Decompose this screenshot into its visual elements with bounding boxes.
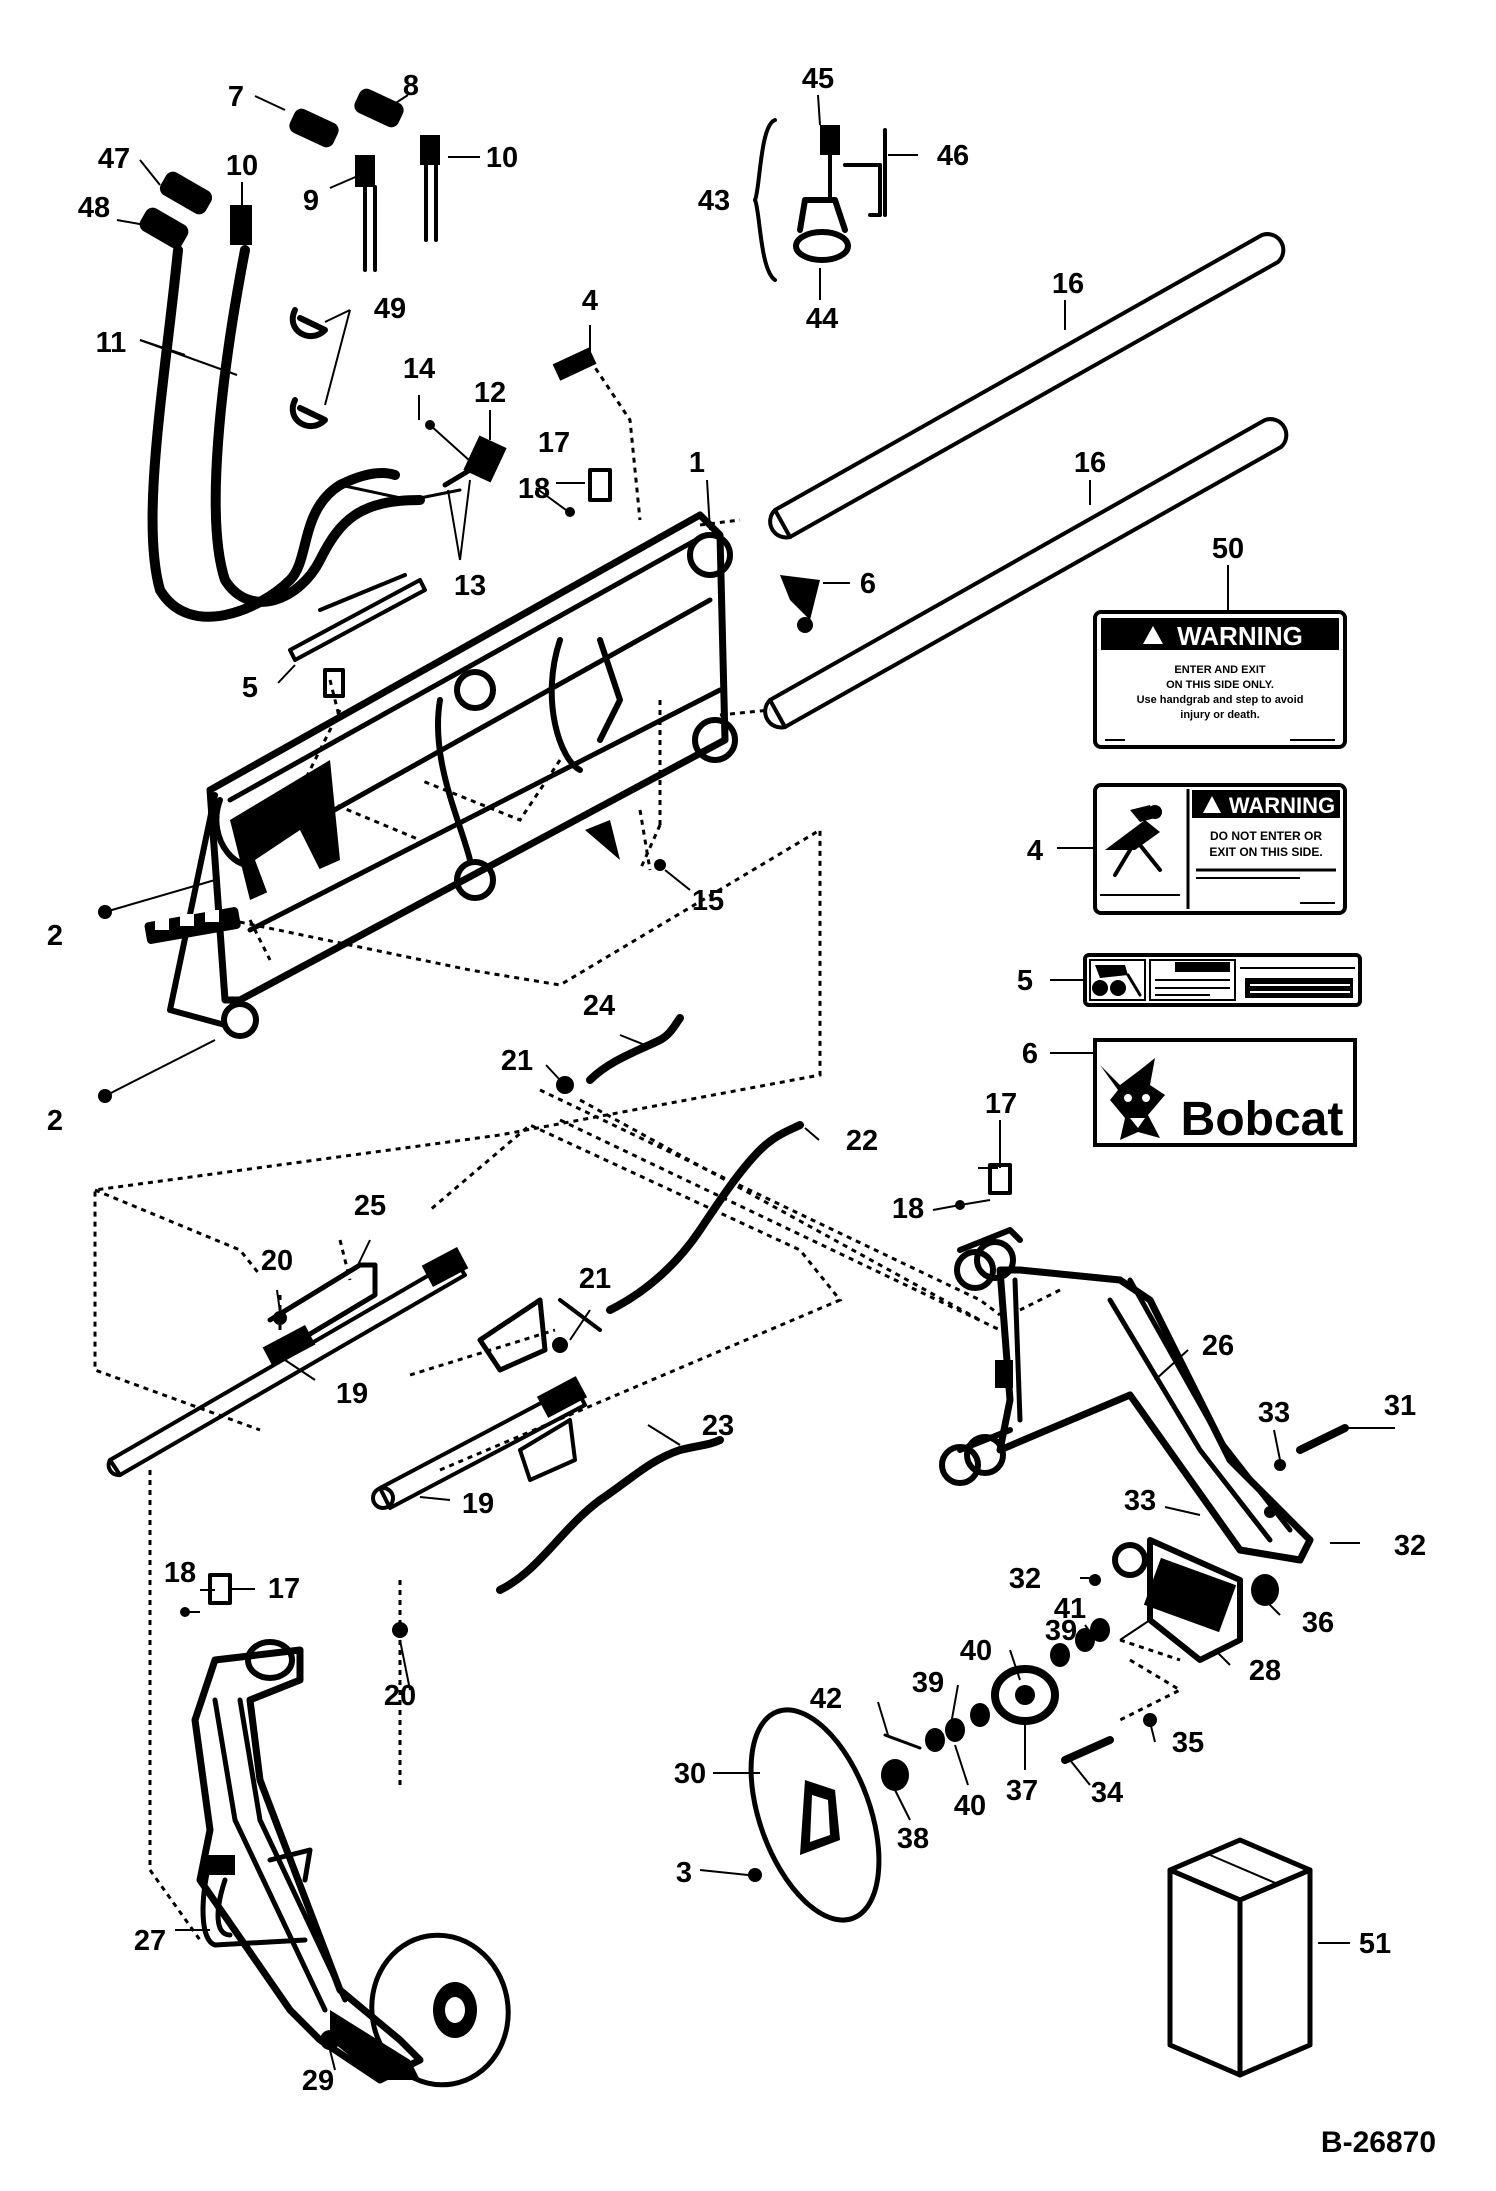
callout-42: 42 <box>810 1683 842 1715</box>
leader-lines <box>116 94 1395 2071</box>
callout-1: 1 <box>689 447 705 479</box>
decal-warning-enter-exit: WARNING ENTER AND EXIT ON THIS SIDE ONLY… <box>1093 610 1347 749</box>
decal-50-line2: ON THIS SIDE ONLY. <box>1166 679 1274 691</box>
callout-20-lower: 20 <box>384 1680 416 1712</box>
callout-6-bracket: 6 <box>860 568 876 600</box>
decal-50-line3: Use handgrab and step to avoid <box>1137 694 1304 706</box>
callout-49: 49 <box>374 293 406 325</box>
callout-24: 24 <box>583 990 615 1022</box>
callout-43: 43 <box>698 185 730 217</box>
callout-3: 3 <box>676 1857 692 1889</box>
callout-38: 38 <box>897 1823 929 1855</box>
callout-39-upper: 39 <box>1045 1615 1077 1647</box>
callout-33-upper: 33 <box>1258 1397 1290 1429</box>
callout-41: 41 <box>1054 1593 1086 1625</box>
decal-50-header: WARNING <box>1177 621 1303 651</box>
callout-30: 30 <box>674 1758 706 1790</box>
kit-box <box>1167 1837 1313 2078</box>
callout-15: 15 <box>692 885 724 917</box>
callout-47: 47 <box>98 143 130 175</box>
callout-18-top: 18 <box>518 473 550 505</box>
decal-6-logo: Bobcat <box>1093 1038 1357 1147</box>
callout-17-left: 17 <box>268 1573 300 1605</box>
callout-33-lower: 33 <box>1124 1485 1156 1517</box>
callout-34: 34 <box>1091 1777 1123 1809</box>
callout-4-decal: 4 <box>1027 835 1043 867</box>
callout-22: 22 <box>846 1125 878 1157</box>
callout-9: 9 <box>303 185 319 217</box>
callout-4-top: 4 <box>582 285 598 317</box>
callout-12: 12 <box>474 377 506 409</box>
hydraulic-hoses <box>139 88 462 622</box>
callout-18-arm: 18 <box>892 1193 924 1225</box>
callout-25: 25 <box>354 1190 386 1222</box>
callout-46: 46 <box>937 140 969 172</box>
callout-45: 45 <box>802 63 834 95</box>
assembly-dashed-lines <box>93 359 1184 1941</box>
callout-2-lower: 2 <box>47 1105 63 1137</box>
callout-32-left: 32 <box>1009 1563 1041 1595</box>
callout-40-upper: 40 <box>960 1635 992 1667</box>
callout-48: 48 <box>78 192 110 224</box>
callout-23: 23 <box>702 1410 734 1442</box>
callout-31: 31 <box>1384 1390 1416 1422</box>
callout-50: 50 <box>1212 533 1244 565</box>
decal-4-line2: EXIT ON THIS SIDE. <box>1209 845 1322 859</box>
callout-17-arm: 17 <box>985 1088 1017 1120</box>
left-arm <box>180 1573 511 2088</box>
callout-2-upper: 2 <box>47 920 63 952</box>
callout-19-short: 19 <box>462 1488 494 1520</box>
callout-numbers: 1 2 2 3 4 4 5 5 6 6 7 8 9 10 10 11 12 13… <box>47 63 1426 2097</box>
callout-27: 27 <box>134 1925 166 1957</box>
callout-28: 28 <box>1249 1655 1281 1687</box>
callout-19-long: 19 <box>336 1378 368 1410</box>
rods <box>763 232 1289 730</box>
decal-4-header: WARNING <box>1229 793 1335 818</box>
middle-assembly <box>106 1014 804 1638</box>
decal-50-line4: injury or death. <box>1180 709 1259 721</box>
callout-5-bar: 5 <box>242 672 258 704</box>
callout-29: 29 <box>302 2065 334 2097</box>
callout-44: 44 <box>806 303 838 335</box>
callout-35: 35 <box>1172 1727 1204 1759</box>
decal-warning-no-entry: WARNING DO NOT ENTER OR EXIT ON THIS SID… <box>1093 783 1347 915</box>
bobcat-head-icon <box>1100 1058 1165 1140</box>
callout-26: 26 <box>1202 1330 1234 1362</box>
callout-13: 13 <box>454 570 486 602</box>
callout-16-lower: 16 <box>1074 447 1106 479</box>
callout-8: 8 <box>403 70 419 102</box>
callout-18-left: 18 <box>164 1557 196 1589</box>
callout-37: 37 <box>1006 1775 1038 1807</box>
drawing-reference-code: B-26870 <box>1321 2126 1436 2159</box>
callout-17-top: 17 <box>538 427 570 459</box>
callout-51: 51 <box>1359 1928 1391 1960</box>
callout-21-upper: 21 <box>501 1045 533 1077</box>
hub-assembly <box>748 1424 1349 1923</box>
hose-clamps <box>289 307 328 429</box>
callout-11: 11 <box>96 327 127 359</box>
callout-5-decal: 5 <box>1017 965 1033 997</box>
callout-39-lower: 39 <box>912 1667 944 1699</box>
decal-50-line1: ENTER AND EXIT <box>1174 664 1266 676</box>
callout-14: 14 <box>403 353 435 385</box>
right-arm <box>939 1163 1314 1564</box>
callout-21-lower: 21 <box>579 1263 611 1295</box>
decal-5-small <box>1083 953 1362 1007</box>
callout-7: 7 <box>228 81 244 113</box>
callout-16-top: 16 <box>1052 268 1084 300</box>
decal-4-line1: DO NOT ENTER OR <box>1210 829 1322 843</box>
main-frame <box>144 511 738 1039</box>
lock-assembly <box>753 118 887 282</box>
callout-10-right: 10 <box>486 142 518 174</box>
decal-6-brand: Bobcat <box>1181 1093 1344 1146</box>
callout-20-upper: 20 <box>261 1245 293 1277</box>
callout-10-left: 10 <box>226 150 258 182</box>
callout-36: 36 <box>1302 1607 1334 1639</box>
callout-6-decal: 6 <box>1022 1038 1038 1070</box>
callout-40-lower: 40 <box>954 1790 986 1822</box>
callout-32-right: 32 <box>1394 1530 1426 1562</box>
small-parts-top <box>98 347 820 1103</box>
